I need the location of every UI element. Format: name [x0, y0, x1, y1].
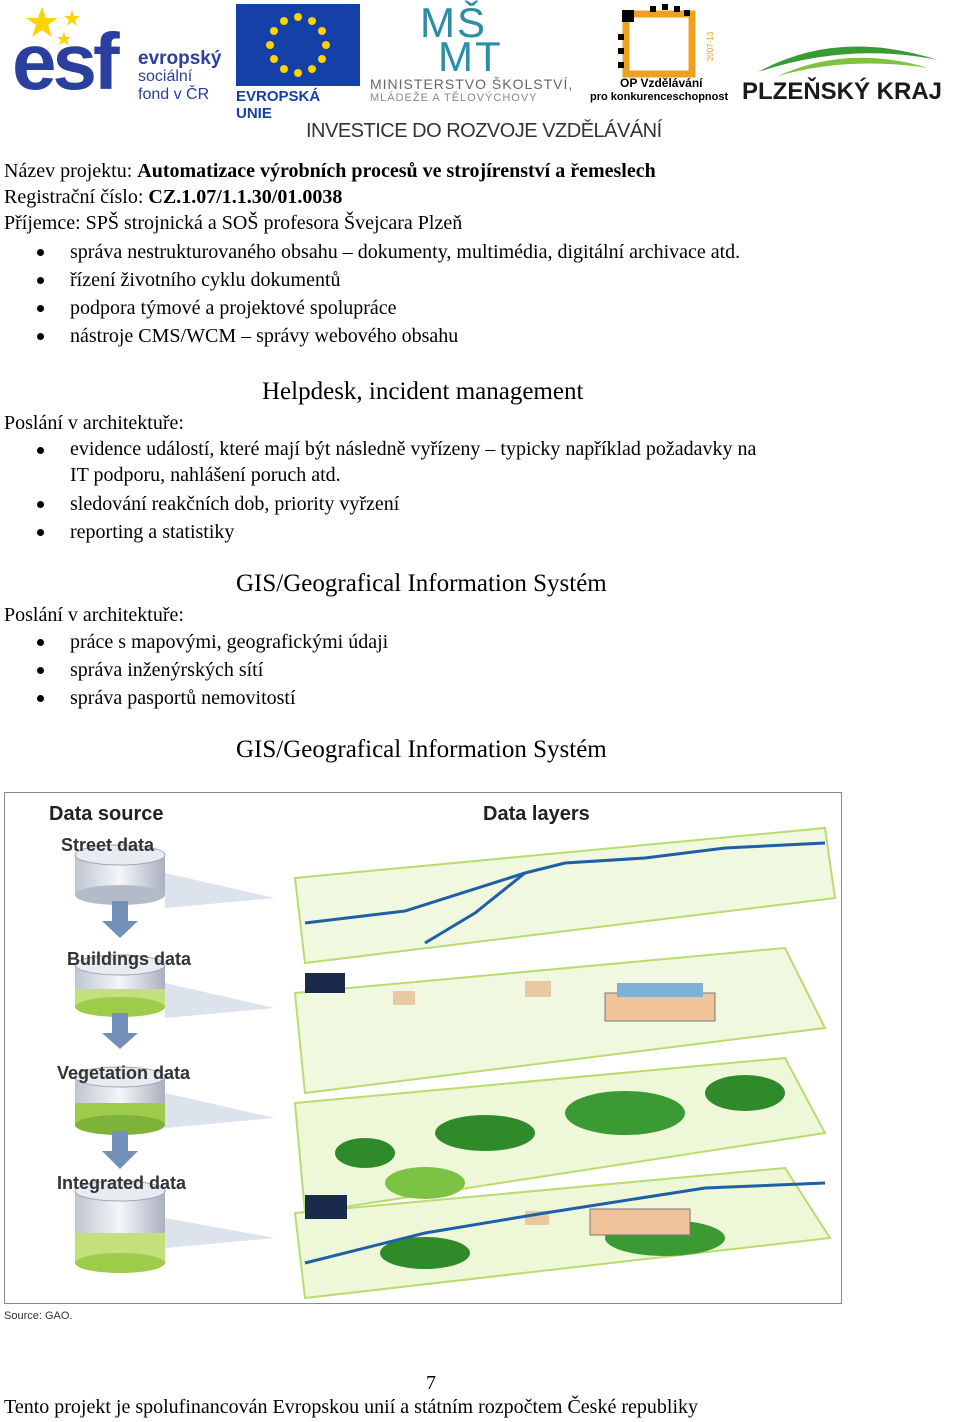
header-logos: esf evropský sociální fond v ČR EVROPSKÁ… — [0, 0, 960, 150]
fig-data-source: Data source — [49, 803, 164, 825]
project-reg: Registrační číslo: CZ.1.07/1.1.30/01.003… — [4, 184, 342, 210]
helpdesk-mission: Poslání v architektuře: — [4, 412, 184, 434]
cylinder-street — [74, 844, 275, 908]
list-item: nástroje CMS/WCM – správy webového obsah… — [0, 322, 740, 350]
plzen-emblem-icon — [758, 46, 938, 76]
gis-title-2: GIS/Geografical Information Systém — [236, 736, 607, 763]
project-name: Název projektu: Automatizace výrobních p… — [4, 158, 656, 184]
fig-integrated: Integrated data — [57, 1173, 187, 1193]
list-item: řízení životního cyklu dokumentů — [0, 266, 740, 294]
project-reg-label: Registrační číslo: — [4, 186, 149, 208]
msmt-logo: MŠ MT MINISTERSTVO ŠKOLSTVÍ, MLÁDEŽE A T… — [368, 2, 583, 106]
layer-vegetation — [293, 1056, 827, 1215]
esf-text: esf — [12, 17, 120, 106]
eu-logo: EVROPSKÁ UNIE — [236, 4, 360, 122]
page-number: 7 — [426, 1372, 436, 1394]
list-item: sledování reakčních dob, priority vyřzen… — [0, 490, 756, 518]
invest-label: INVESTICE DO ROZVOJE VZDĚLÁVÁNÍ — [306, 120, 662, 142]
fig-buildings: Buildings data — [67, 949, 192, 969]
fig-vegetation: Vegetation data — [57, 1063, 191, 1083]
list-item: správa inženýrských sítí — [0, 656, 388, 684]
cylinder-vegetation — [74, 1066, 275, 1135]
project-name-label: Název projektu: — [4, 160, 138, 182]
plzen-logo: PLZEŇSKÝ KRAJ — [738, 30, 953, 110]
footer-note: Tento projekt je spolufinancován Evropsk… — [4, 1396, 698, 1418]
list-item: podpora týmové a projektové spolupráce — [0, 294, 740, 322]
list-item: správa pasportů nemovitostí — [0, 684, 388, 712]
gis-mission: Poslání v architektuře: — [4, 604, 184, 626]
project-recipient: Příjemce: SPŠ strojnická a SOŠ profesora… — [4, 212, 463, 234]
data-cylinders — [74, 844, 275, 1273]
gis-list: práce s mapovými, geografickými údaji sp… — [0, 628, 388, 712]
list-item: práce s mapovými, geografickými údaji — [0, 628, 388, 656]
msmt-bottom: MT — [438, 33, 503, 80]
fig-street: Street data — [61, 835, 155, 855]
gis-layers-illustration — [74, 826, 837, 1300]
project-name-value: Automatizace výrobních procesů ve strojí… — [137, 160, 656, 182]
list-item: reporting a statistiky — [0, 518, 756, 546]
cylinder-integrated — [74, 1180, 275, 1273]
project-reg-value: CZ.1.07/1.1.30/01.0038 — [148, 186, 343, 208]
layer-buildings — [293, 946, 827, 1095]
msmt-line2: MLÁDEŽE A TĚLOVÝCHOVY — [370, 92, 538, 104]
gis-title: GIS/Geografical Information Systém — [236, 570, 607, 597]
op-emblem-icon — [618, 4, 696, 78]
esf-line3: fond v ČR — [138, 86, 210, 103]
list-item-line1: evidence událostí, které mají být násled… — [70, 438, 757, 460]
eu-label: EVROPSKÁ UNIE — [236, 88, 321, 122]
helpdesk-title: Helpdesk, incident management — [262, 378, 584, 405]
eu-flag-icon — [236, 4, 360, 86]
cylinder-buildings — [74, 954, 275, 1018]
content-list: správa nestrukturovaného obsahu – dokume… — [0, 238, 740, 350]
list-item: správa nestrukturovaného obsahu – dokume… — [0, 238, 740, 266]
op-line1: OP Vzdělávání — [620, 76, 703, 90]
esf-line1: evropský — [138, 48, 222, 69]
esf-logo: esf evropský sociální fond v ČR — [12, 4, 227, 104]
esf-emblem-icon — [26, 7, 80, 45]
list-item-line2: IT podporu, nahlášení poruch atd. — [70, 464, 341, 486]
arrow-down — [102, 1013, 138, 1049]
op-logo: 2007-13 OP Vzdělávání pro konkurencescho… — [588, 2, 733, 106]
helpdesk-list: evidence událostí, které mají být násled… — [0, 436, 756, 546]
arrow-down — [102, 1131, 138, 1169]
esf-line2: sociální — [138, 68, 193, 85]
op-years: 2007-13 — [706, 31, 716, 62]
list-item: evidence událostí, které mají být násled… — [0, 436, 756, 488]
figure-source: Source: GAO. — [4, 1310, 73, 1322]
layer-integrated — [293, 1166, 832, 1300]
gis-figure: Data source Data layers Street data Buil… — [4, 792, 842, 1304]
fig-data-layers: Data layers — [483, 803, 590, 825]
plzen-label: PLZEŇSKÝ KRAJ — [742, 78, 943, 105]
arrow-down — [102, 901, 138, 938]
op-line2: pro konkurenceschopnost — [590, 91, 729, 103]
layer-street — [293, 826, 837, 965]
msmt-line1: MINISTERSTVO ŠKOLSTVÍ, — [370, 76, 574, 92]
msmt-top: MŠ — [420, 0, 487, 46]
